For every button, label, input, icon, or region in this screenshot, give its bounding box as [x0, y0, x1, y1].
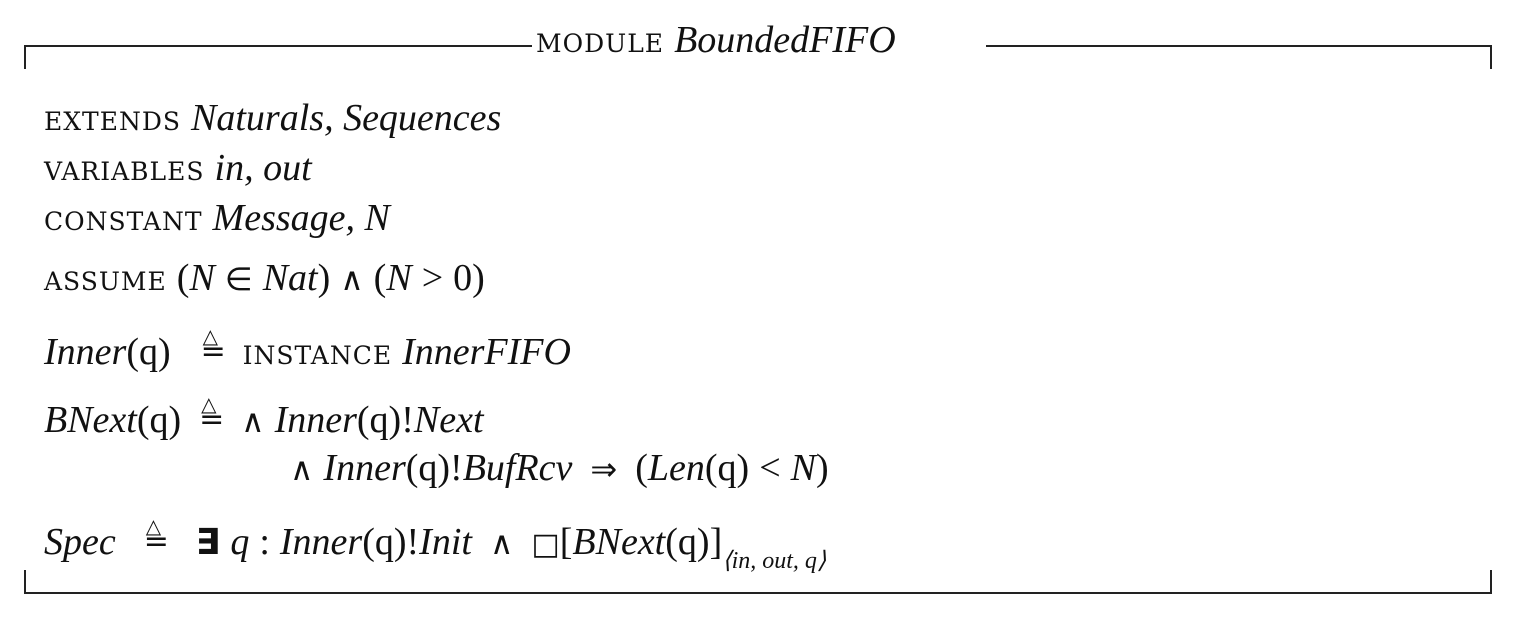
- frame-left-tick: [24, 45, 26, 69]
- spec-next-arg: (q): [665, 521, 710, 563]
- assume-rparen-2: ): [472, 257, 485, 299]
- defeq-symbol: △ =: [199, 392, 225, 437]
- assume-zero: 0: [453, 257, 473, 299]
- spec-and-symbol: ∧: [489, 524, 514, 562]
- len-rparen: ): [816, 447, 829, 489]
- len-lparen: (: [635, 447, 648, 489]
- frame-bottom-left-tick: [24, 570, 26, 594]
- module-header: module BoundedFIFO: [536, 18, 896, 64]
- len-bound: N: [790, 447, 816, 489]
- module-keyword: module: [536, 20, 665, 61]
- spec-name: Spec: [44, 521, 116, 563]
- inner-name: Inner: [44, 331, 127, 373]
- defeq-symbol: △ =: [143, 514, 169, 559]
- spec-definition: Spec △ = ∃ q : Inner (q) ! Init ∧ □ [ BN…: [44, 514, 826, 574]
- inner-definition: Inner (q) △ = instance InnerFIFO: [44, 324, 571, 374]
- variables-keyword: variables: [44, 148, 205, 189]
- conjunct-2-bang: !: [450, 447, 463, 489]
- less-than-symbol: <: [759, 447, 781, 489]
- conjunct-1-action: Next: [413, 399, 484, 441]
- assume-lparen-2: (: [373, 257, 387, 299]
- assume-n: N: [189, 257, 215, 299]
- module-name: BoundedFIFO: [674, 19, 896, 61]
- defeq-symbol: △ =: [200, 324, 226, 369]
- bnext-param: (q): [136, 399, 182, 441]
- variables-line: variables in, out: [44, 146, 312, 190]
- conjunct-1-arg: (q): [356, 399, 402, 441]
- spec-rbracket: ]: [709, 521, 723, 563]
- extends-line: extends Naturals, Sequences: [44, 96, 501, 140]
- bnext-definition: BNext (q) △ = ∧ Inner (q) ! Next: [44, 392, 484, 442]
- conjunct-2-and: ∧: [290, 450, 314, 488]
- assume-keyword: assume: [44, 258, 167, 299]
- conjunct-2-inner: Inner: [323, 447, 406, 489]
- frame-top-right: [986, 45, 1492, 47]
- frame-right-tick: [1490, 45, 1492, 69]
- inner-param: (q): [126, 331, 171, 373]
- conjunct-1-bang: !: [401, 399, 414, 441]
- spec-subscript: ⟨in, out, q⟩: [722, 548, 827, 574]
- bnext-conjunct-2: ∧ Inner (q) ! BufRcv ⇒ ( Len (q) < N ): [290, 446, 829, 490]
- instance-keyword: instance: [242, 332, 393, 373]
- variables-names: in, out: [214, 147, 312, 189]
- greater-than-symbol: >: [421, 257, 444, 299]
- element-of-symbol: ∈: [224, 260, 253, 298]
- constant-keyword: constant: [44, 198, 203, 239]
- spec-colon: :: [259, 521, 270, 563]
- assume-lparen: (: [176, 257, 190, 299]
- assume-n-2: N: [386, 257, 412, 299]
- conjunct-1-and: ∧: [241, 402, 265, 440]
- conjunct-2-action: BufRcv: [462, 447, 573, 489]
- conjunct-1-inner: Inner: [274, 399, 357, 441]
- constant-names: Message, N: [212, 197, 390, 239]
- implies-symbol: ⇒: [590, 450, 618, 488]
- exists-symbol: ∃: [195, 522, 221, 563]
- extends-modules: Naturals, Sequences: [191, 97, 502, 139]
- frame-bottom-right-tick: [1490, 570, 1492, 594]
- conjunct-2-arg: (q): [405, 447, 451, 489]
- assume-nat: Nat: [262, 257, 318, 299]
- bnext-name: BNext: [44, 399, 137, 441]
- spec-inner-arg: (q): [362, 521, 407, 563]
- and-symbol: ∧: [340, 260, 364, 298]
- always-box-symbol: □: [531, 527, 560, 562]
- frame-top-left: [24, 45, 532, 47]
- spec-bang: !: [406, 521, 420, 563]
- constant-line: constant Message, N: [44, 196, 390, 240]
- instance-target: InnerFIFO: [402, 331, 571, 373]
- spec-lbracket: [: [559, 521, 573, 563]
- spec-inner: Inner: [279, 521, 363, 563]
- assume-line: assume ( N ∈ Nat ) ∧ ( N > 0 ): [44, 256, 485, 300]
- frame-bottom: [24, 592, 1492, 594]
- len-arg: (q): [704, 447, 750, 489]
- spec-bound-var: q: [230, 521, 250, 563]
- spec-init: Init: [419, 521, 472, 563]
- extends-keyword: extends: [44, 98, 182, 139]
- len-name: Len: [647, 447, 705, 489]
- assume-rparen: ): [317, 257, 331, 299]
- spec-next: BNext: [572, 521, 666, 563]
